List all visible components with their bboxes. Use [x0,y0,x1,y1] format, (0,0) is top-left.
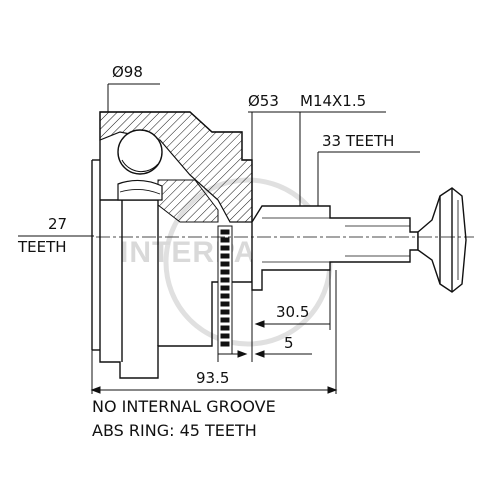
abs-tooth [220,325,230,331]
ball [117,129,163,175]
housing-hatched-wall [99,111,253,223]
note-abs-ring: ABS RING: 45 TEETH [92,421,257,440]
label-dim-93-5: 93.5 [196,369,229,387]
abs-tooth [220,317,230,323]
abs-tooth [220,261,230,267]
abs-tooth [220,269,230,275]
stub-shaft [251,205,419,291]
label-dim-5: 5 [284,334,294,352]
dim-5-arrow [254,350,265,358]
housing-hatched-lower [157,179,219,223]
abs-tooth [220,309,230,315]
abs-tooth [220,341,230,347]
abs-ring-teeth [220,229,230,347]
label-inner-teeth-word: TEETH [17,238,67,256]
abs-ring [217,225,233,355]
abs-tooth [220,229,230,235]
abs-tooth [220,293,230,299]
label-shaft-teeth: 33 TEETH [322,132,394,150]
label-dim-30-5: 30.5 [276,303,309,321]
dim-93-5-arrow-right [327,386,338,394]
cage-lower-shape [117,179,163,201]
abs-tooth [220,301,230,307]
ball-circle [117,129,163,175]
nut-flange [417,187,467,293]
abs-tooth [220,285,230,291]
dim-5-arrow-left [237,350,248,358]
abs-tooth [220,237,230,243]
label-inner-teeth-count: 27 [48,215,67,233]
dim-30-5-arrow [254,320,265,328]
nut [417,187,467,293]
abs-tooth [220,253,230,259]
abs-tooth [220,333,230,339]
label-outer-diameter: Ø98 [112,63,143,81]
ball-shade [121,159,159,173]
dim-93-5-arrow-left [90,386,101,394]
abs-tooth [220,245,230,251]
shaft-body [251,205,419,291]
label-shaft-diameter: Ø53 [248,92,279,110]
label-thread: M14X1.5 [300,92,366,110]
note-internal-groove: NO INTERNAL GROOVE [92,397,276,416]
ball-cage-lower [117,179,163,201]
abs-tooth [220,277,230,283]
dimension-lines [18,83,420,394]
